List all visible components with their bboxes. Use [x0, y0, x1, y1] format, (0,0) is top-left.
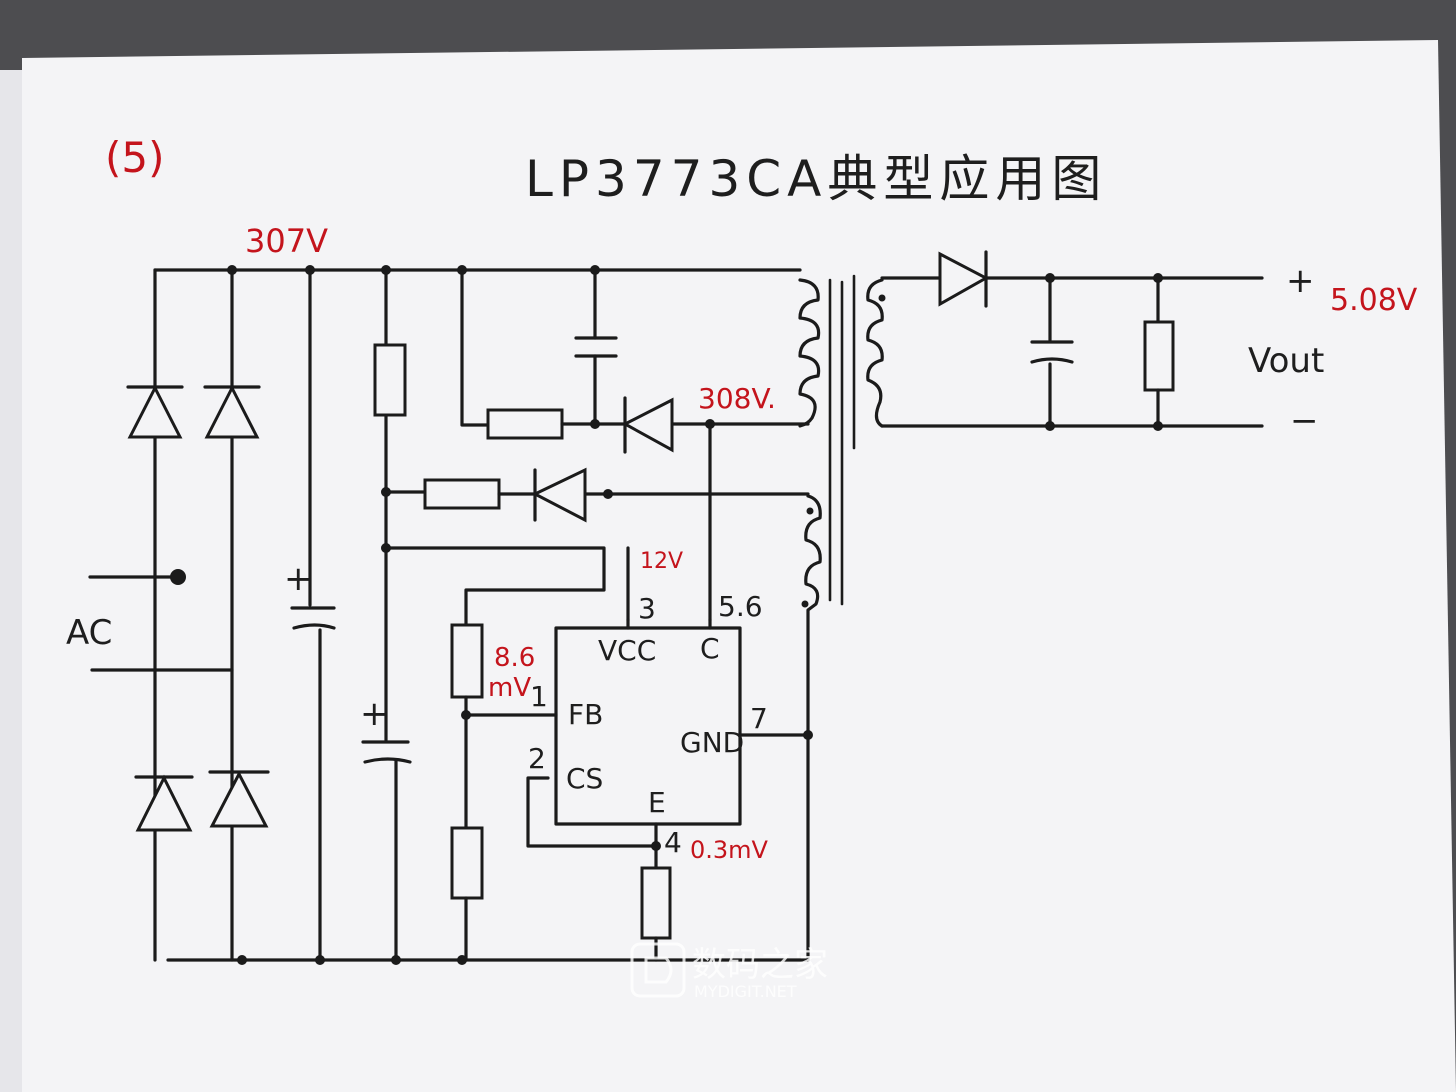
ac-label: AC — [66, 613, 112, 653]
sense-resistor — [640, 866, 672, 940]
startup-resistor — [373, 343, 407, 417]
pin-vcc-name: VCC — [598, 634, 656, 667]
diode-d3 — [134, 774, 194, 832]
svg-text:+: + — [284, 559, 313, 599]
pin-fb-name: FB — [568, 698, 603, 731]
diagram-title: LP3773CA典型应用图 — [525, 150, 1107, 208]
vcc-voltage-label: 12V — [640, 549, 683, 574]
adjacent-page-edge — [0, 70, 22, 1092]
output-plus-label: + — [1286, 261, 1315, 301]
fb-voltage-unit: mV — [488, 673, 531, 703]
fb-lower-resistor — [450, 826, 484, 900]
snubber-diode — [621, 397, 674, 453]
bulk-capacitor: + — [284, 265, 336, 965]
pin-vcc-number: 3 — [638, 592, 656, 625]
bus-voltage-label: 307V — [245, 222, 328, 260]
pin-gnd-number: 7 — [750, 702, 768, 735]
watermark-name: 数码之家 — [692, 945, 828, 985]
output-minus-label: − — [1290, 401, 1319, 441]
pin-c-number: 5.6 — [718, 590, 763, 623]
secondary-output — [880, 250, 1264, 431]
diode-d1 — [126, 384, 184, 439]
pin-c-name: C — [700, 632, 720, 665]
paper-sheet — [22, 40, 1456, 1092]
aux-resistor — [423, 478, 501, 510]
feedback-divider — [450, 623, 558, 965]
pin-cs-name: CS — [566, 762, 603, 795]
aux-feed — [384, 467, 810, 627]
pin-cs-number: 2 — [528, 742, 546, 775]
watermark-url: MYDIGIT.NET — [694, 982, 797, 1001]
output-load-resistor — [1143, 320, 1175, 392]
vout-label: Vout — [1248, 341, 1324, 381]
pin-gnd-name: GND — [680, 726, 744, 759]
pin-e-number: 4 — [664, 826, 682, 859]
snubber-resistor — [486, 408, 564, 440]
svg-text:+: + — [360, 694, 389, 734]
diode-d4 — [208, 770, 270, 828]
current-sense — [526, 776, 672, 962]
aux-diode — [531, 467, 587, 523]
pin-fb-number: 1 — [530, 680, 548, 713]
diode-d2 — [203, 384, 261, 439]
cs-voltage-label: 0.3mV — [690, 836, 769, 864]
pin-e-name: E — [648, 786, 666, 819]
fb-upper-resistor — [450, 623, 484, 699]
fb-voltage-value: 8.6 — [494, 643, 535, 673]
snubber-rcd — [457, 265, 810, 622]
drain-voltage-label: 308V. — [698, 382, 776, 415]
watermark-logo: 数码之家 MYDIGIT.NET — [630, 942, 828, 1001]
output-voltage-label: 5.08V — [1330, 283, 1418, 318]
transformer — [798, 274, 886, 962]
bridge-rectifier — [88, 265, 810, 965]
ic-lp3773ca — [554, 618, 813, 826]
figure-number: (5) — [105, 133, 165, 182]
startup-branch: + — [360, 265, 412, 965]
output-diode — [938, 251, 990, 307]
